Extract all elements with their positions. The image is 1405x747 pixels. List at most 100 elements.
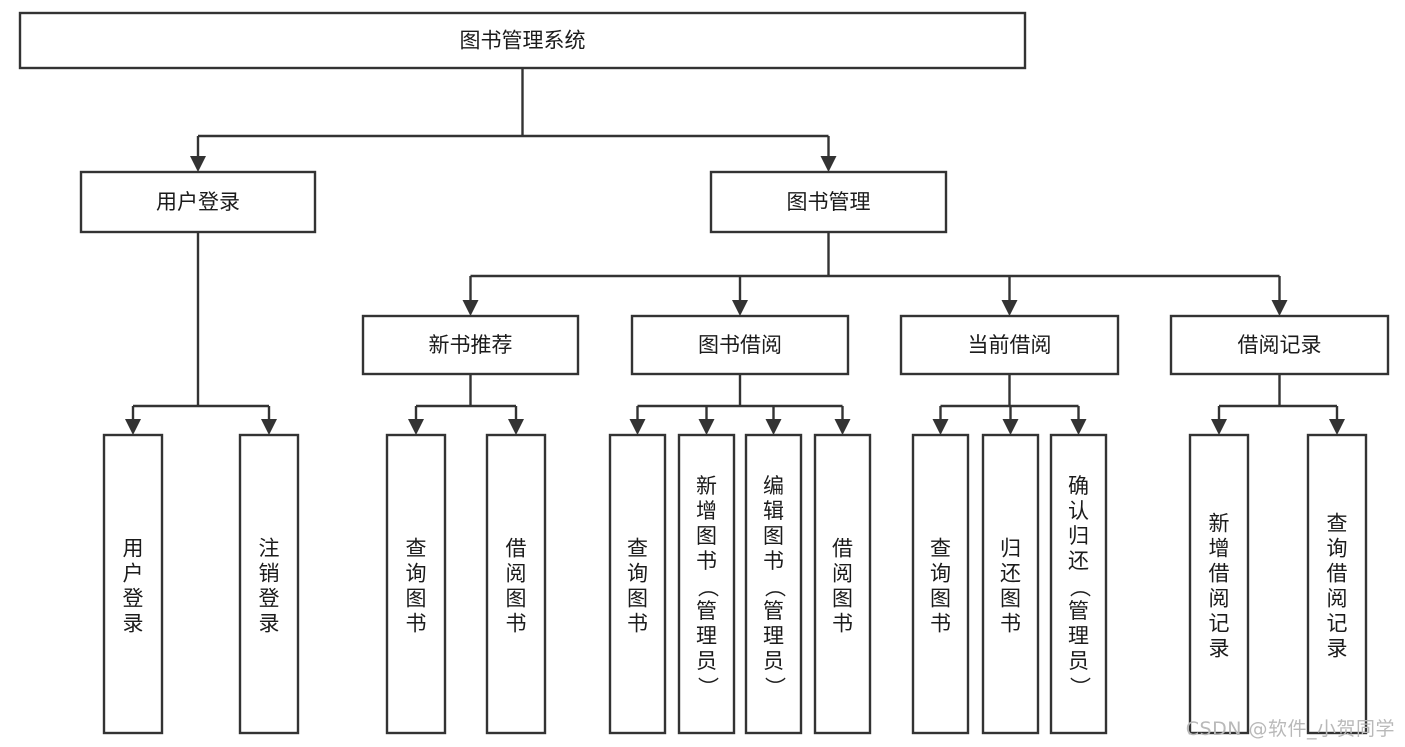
node-label-char: 书 <box>506 612 527 636</box>
node-label-char: 户 <box>123 562 144 586</box>
node-leaf-归还图书[interactable]: 归还图书归还图书 <box>981 433 1040 735</box>
node-label-char: 录 <box>1327 637 1348 661</box>
node-l3-借阅记录[interactable]: 借阅记录 <box>1169 314 1390 376</box>
node-label: 图书管理系统 <box>460 29 586 53</box>
node-label-char: 员 <box>763 649 784 673</box>
node-box <box>1049 433 1108 735</box>
node-l2-用户登录[interactable]: 用户登录 <box>79 170 317 234</box>
node-leaf-查询借阅记录[interactable]: 查询借阅记录查询借阅记录 <box>1306 433 1368 735</box>
node-label-char: 查 <box>930 537 951 561</box>
node-label-char: 询 <box>1327 537 1348 561</box>
node-label: 图书管理 <box>787 190 871 214</box>
node-label-char: 借 <box>1327 562 1348 586</box>
node-box <box>102 433 164 735</box>
node-l3-当前借阅[interactable]: 当前借阅 <box>899 314 1120 376</box>
node-l2-图书管理[interactable]: 图书管理 <box>709 170 948 234</box>
arrow-head-icon <box>765 419 782 435</box>
node-label-char: 登 <box>123 587 144 611</box>
node-label-char: 借 <box>832 537 853 561</box>
node-label: 借阅记录 <box>1238 333 1322 357</box>
arrow-head-icon <box>261 419 277 435</box>
node-label-char: 书 <box>627 612 648 636</box>
node-label-char: 记 <box>1327 612 1348 636</box>
node-label-char: 录 <box>1209 637 1230 661</box>
node-label-char: 管 <box>696 599 717 623</box>
node-box <box>385 433 447 735</box>
node-leaf-用户登录[interactable]: 用户登录用户登录 <box>102 433 164 735</box>
arrow-head-icon <box>508 419 524 435</box>
node-label-char: 图 <box>763 524 784 548</box>
node-label-char: 员 <box>696 649 717 673</box>
node-label-char: ） <box>763 677 787 698</box>
arrow-head-icon <box>125 419 141 435</box>
arrow-head-icon <box>190 156 206 172</box>
node-box <box>1306 433 1368 735</box>
node-l3-新书推荐[interactable]: 新书推荐 <box>361 314 580 376</box>
node-label-char: 归 <box>1068 524 1089 548</box>
node-box <box>608 433 667 735</box>
node-label-char: 阅 <box>1209 587 1230 611</box>
node-label: 新书推荐 <box>429 333 513 357</box>
arrow-head-icon <box>820 156 837 172</box>
node-label-char: 图 <box>1000 587 1021 611</box>
node-box <box>79 170 317 234</box>
node-label-char: 记 <box>1209 612 1230 636</box>
node-leaf-新增借阅记录[interactable]: 新增借阅记录新增借阅记录 <box>1188 433 1250 735</box>
arrow-head-icon <box>408 419 424 435</box>
arrow-head-icon <box>1002 419 1019 435</box>
node-label-char: ） <box>696 677 720 698</box>
node-label-char: 销 <box>259 562 280 586</box>
node-label-char: 书 <box>930 612 951 636</box>
node-layer: 图书管理系统用户登录图书管理新书推荐图书借阅当前借阅借阅记录用户登录用户登录注销… <box>18 11 1390 735</box>
node-box <box>899 314 1120 376</box>
node-box <box>18 11 1027 70</box>
node-label-char: 询 <box>406 562 427 586</box>
node-leaf-借阅图书[interactable]: 借阅图书借阅图书 <box>813 433 872 735</box>
node-label-char: （ <box>763 577 787 598</box>
node-label-char: 书 <box>406 612 427 636</box>
node-label-char: 借 <box>506 537 527 561</box>
node-label-char: 理 <box>696 624 717 648</box>
node-label-char: 借 <box>1209 562 1230 586</box>
node-label-char: 查 <box>406 537 427 561</box>
node-label-char: 新 <box>696 474 717 498</box>
arrow-head-icon <box>462 300 479 316</box>
node-leaf-注销登录[interactable]: 注销登录注销登录 <box>238 433 300 735</box>
node-label-char: 书 <box>696 549 717 573</box>
connector-layer <box>125 68 1345 435</box>
node-label-char: 书 <box>832 612 853 636</box>
node-label-char: （ <box>696 577 720 598</box>
node-box <box>361 314 580 376</box>
node-label-char: 图 <box>406 587 427 611</box>
node-box <box>813 433 872 735</box>
node-label-char: 认 <box>1068 499 1089 523</box>
node-label-char: 用 <box>123 537 144 561</box>
node-label-char: 员 <box>1068 649 1089 673</box>
node-label-char: 理 <box>763 624 784 648</box>
node-box <box>677 433 736 735</box>
arrow-head-icon <box>1329 419 1345 435</box>
node-root-图书管理系统[interactable]: 图书管理系统 <box>18 11 1027 70</box>
node-leaf-借阅图书[interactable]: 借阅图书借阅图书 <box>485 433 547 735</box>
node-label-char: 询 <box>627 562 648 586</box>
node-label-char: 新 <box>1209 512 1230 536</box>
node-label-char: 编 <box>763 474 784 498</box>
node-label-char: 辑 <box>763 499 784 523</box>
node-label-char: 图 <box>930 587 951 611</box>
node-leaf-查询图书[interactable]: 查询图书查询图书 <box>911 433 970 735</box>
arrow-head-icon <box>1211 419 1227 435</box>
arrow-head-icon <box>629 419 646 435</box>
node-leaf-查询图书[interactable]: 查询图书查询图书 <box>608 433 667 735</box>
node-label-char: 录 <box>123 612 144 636</box>
arrow-head-icon <box>698 419 715 435</box>
node-leaf-查询图书[interactable]: 查询图书查询图书 <box>385 433 447 735</box>
node-label-char: 还 <box>1068 549 1089 573</box>
node-l3-图书借阅[interactable]: 图书借阅 <box>630 314 850 376</box>
node-label: 当前借阅 <box>968 333 1052 357</box>
node-label-char: 书 <box>763 549 784 573</box>
